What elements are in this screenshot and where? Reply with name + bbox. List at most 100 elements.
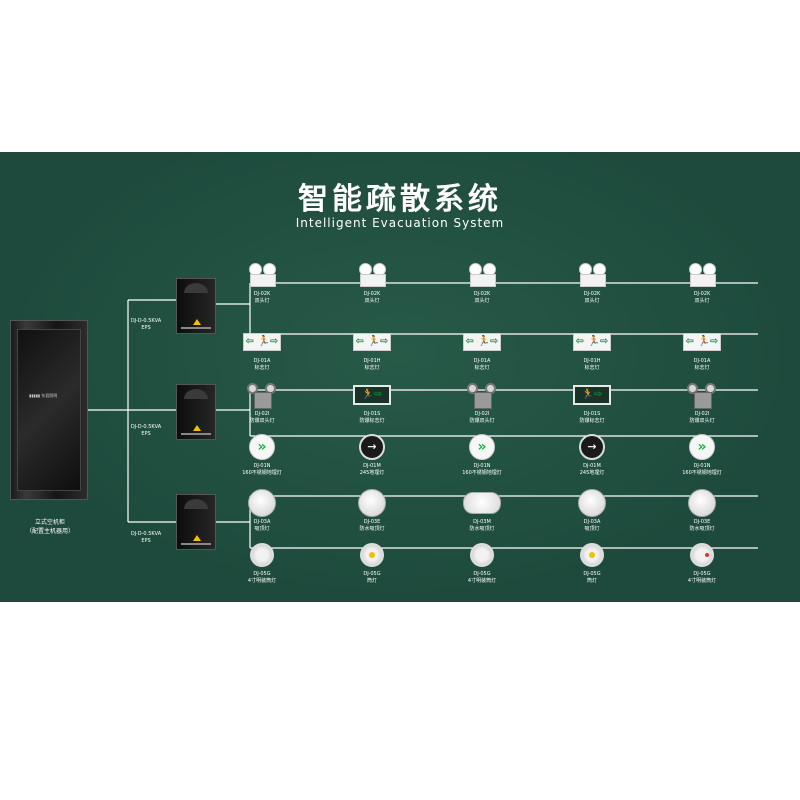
cabinet-door [17, 329, 81, 491]
downlight-icon [243, 540, 281, 570]
floor-indicator-icon: » [683, 432, 721, 462]
eps-unit-2 [176, 384, 216, 440]
eps-unit-1 [176, 278, 216, 334]
exit-sign-icon: ⇦ 🏃⇨ [243, 327, 281, 357]
device-model: DJ-03A [253, 519, 271, 525]
eps-model: DJ-D-0.5KVA [130, 318, 162, 324]
cabinet-logo: ▮▮▮▮▮ 东君照明 [29, 393, 58, 398]
exit-sign-icon: ⇦ 🏃⇨ [353, 327, 391, 357]
floor-indicator-icon: → [353, 432, 391, 462]
device-name: 标志灯 [584, 365, 600, 371]
downlight-icon [353, 540, 391, 570]
twin-head-light-icon [463, 260, 501, 290]
explosion-proof-light-icon [243, 380, 281, 410]
device-model: DJ-05G [363, 571, 381, 577]
device-model: DJ-01S [583, 411, 601, 417]
device-name: 双头灯 [364, 298, 380, 304]
device-model: DJ-05G [583, 571, 601, 577]
branch-eps2 [216, 389, 758, 437]
device-model: DJ-01S [363, 411, 381, 417]
eps-model: DJ-D-0.5KVA [130, 531, 162, 537]
cabinet-label-line1: 立式空机柜 [34, 519, 65, 526]
device-model: DJ-01A [253, 358, 271, 364]
device-name: 160不锈钢地埋灯 [242, 470, 282, 476]
ceiling-light-icon [353, 488, 391, 518]
device-name: 标志灯 [474, 365, 490, 371]
device-model: DJ-03E [693, 519, 711, 525]
device-model: DJ-05G [473, 571, 491, 577]
floor-indicator-icon: → [573, 432, 611, 462]
device-model: DJ-05G [693, 571, 711, 577]
downlight-icon [573, 540, 611, 570]
device-model: DJ-03M [473, 519, 491, 525]
title-english: Intelligent Evacuation System [295, 216, 505, 230]
device-model: DJ-03E [363, 519, 381, 525]
eps-unit-3 [176, 494, 216, 550]
device-model: DJ-02K [693, 291, 711, 297]
twin-head-light-icon [243, 260, 281, 290]
device-name: 4寸明装筒灯 [687, 578, 717, 584]
device-model: DJ-02K [473, 291, 491, 297]
device-name: 防爆标志灯 [359, 418, 385, 424]
floor-indicator-icon: » [243, 432, 281, 462]
device-name: 防水吸顶灯 [359, 526, 385, 532]
device-model: DJ-02K [583, 291, 601, 297]
device-name: 双头灯 [694, 298, 710, 304]
device-model: DJ-01A [693, 358, 711, 364]
ceiling-light-icon [463, 488, 501, 518]
branch-eps1 [216, 282, 758, 335]
title-chinese: 智能疏散系统 [298, 182, 502, 217]
device-model: DJ-01A [473, 358, 491, 364]
device-name: 4寸明装筒灯 [247, 578, 277, 584]
device-model: DJ-01N [473, 463, 491, 469]
exit-sign-icon: ⇦ 🏃⇨ [463, 327, 501, 357]
exit-sign-icon: ⇦ 🏃⇨ [683, 327, 721, 357]
ceiling-light-icon [573, 488, 611, 518]
explosion-proof-light-icon [683, 380, 721, 410]
device-name: 防水吸顶灯 [469, 526, 495, 532]
ceiling-light-icon [683, 488, 721, 518]
device-model: DJ-01H [583, 358, 601, 364]
device-model: DJ-02K [363, 291, 381, 297]
eps-type: EPS [141, 325, 151, 331]
eps-type: EPS [141, 431, 151, 437]
device-model: DJ-02I [474, 411, 490, 417]
twin-head-light-icon [353, 260, 391, 290]
